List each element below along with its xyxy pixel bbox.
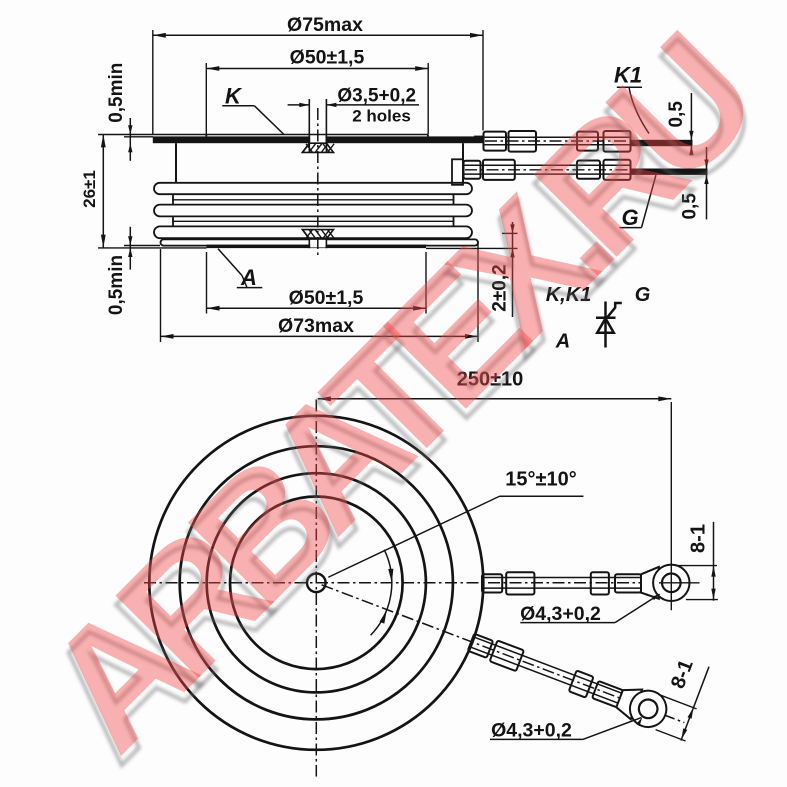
svg-text:8-1: 8-1 xyxy=(667,657,698,692)
svg-text:Ø50±1,5: Ø50±1,5 xyxy=(290,47,365,69)
svg-text:2 holes: 2 holes xyxy=(352,107,411,126)
svg-text:250±10: 250±10 xyxy=(457,369,524,391)
svg-text:A: A xyxy=(555,330,570,352)
svg-text:K: K xyxy=(225,84,243,109)
svg-text:26±1: 26±1 xyxy=(80,170,99,208)
svg-text:0,5: 0,5 xyxy=(680,193,701,220)
svg-text:K,K1: K,K1 xyxy=(546,284,592,306)
svg-text:G: G xyxy=(621,205,638,230)
svg-text:8-1: 8-1 xyxy=(688,524,710,553)
svg-text:Ø73max: Ø73max xyxy=(278,315,354,337)
svg-text:Ø4,3+0,2: Ø4,3+0,2 xyxy=(520,603,601,625)
svg-text:Ø50±1,5: Ø50±1,5 xyxy=(289,287,364,309)
svg-text:Ø75max: Ø75max xyxy=(287,14,363,36)
svg-text:2±0,2: 2±0,2 xyxy=(490,264,511,311)
svg-text:K1: K1 xyxy=(614,63,642,88)
svg-text:0,5: 0,5 xyxy=(666,101,687,128)
svg-text:0,5min: 0,5min xyxy=(106,63,127,123)
svg-text:15°±10°: 15°±10° xyxy=(505,469,576,491)
svg-text:G: G xyxy=(635,284,651,306)
svg-text:A: A xyxy=(240,265,257,290)
svg-text:Ø4,3+0,2: Ø4,3+0,2 xyxy=(491,719,572,741)
svg-text:Ø3,5+0,2: Ø3,5+0,2 xyxy=(337,86,416,107)
svg-text:0,5min: 0,5min xyxy=(106,255,127,315)
